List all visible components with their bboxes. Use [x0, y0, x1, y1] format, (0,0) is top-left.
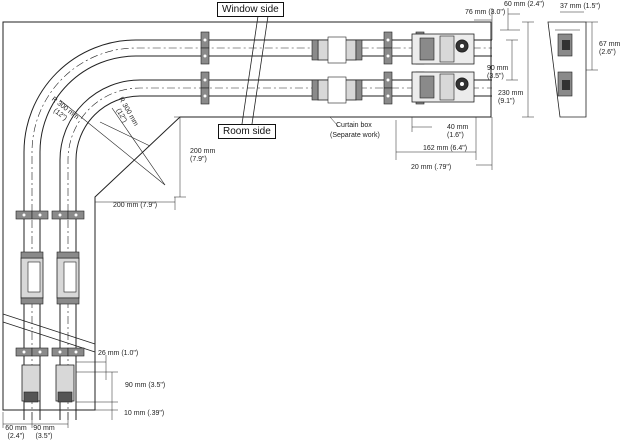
- dimension-lines: [2, 8, 598, 428]
- mounting-bracket: [383, 71, 393, 89]
- mounting-bracket: [15, 210, 33, 220]
- dim-60mm-top: 60 mm (2.4"): [504, 1, 545, 8]
- mounting-bracket: [383, 31, 393, 49]
- mounting-bracket: [200, 87, 210, 105]
- dim-76mm: 76 mm (3.0"): [465, 9, 506, 16]
- end-unit-outer: [411, 33, 475, 65]
- mounting-bracket: [383, 47, 393, 65]
- runner-carrier-left-inner: [56, 251, 80, 305]
- dim-37mm: 37 mm (1.5"): [560, 3, 601, 10]
- dim-230mm: 230 mm (9.1"): [498, 90, 524, 105]
- runner-carrier-top-inner: [311, 76, 363, 104]
- mounting-bracket: [200, 71, 210, 89]
- separate-work-label: (Separate work): [330, 132, 380, 139]
- dim-67mm: 67 mm (2.6"): [599, 41, 621, 56]
- ceiling-brackets: [15, 31, 425, 357]
- mounting-bracket: [31, 210, 49, 220]
- end-unit-inner: [411, 71, 475, 103]
- dim-200mm-horizontal: 200 mm (7.9"): [113, 202, 158, 209]
- dim-90mm-right: 90 mm (3.5"): [487, 65, 509, 80]
- section-view: [547, 21, 587, 118]
- mounting-bracket: [51, 210, 69, 220]
- dim-60mm-bottom: 60 mm (2.4"): [5, 425, 27, 440]
- mounting-bracket: [383, 87, 393, 105]
- dim-90mm-bottom: 90 mm (3.5"): [125, 382, 166, 389]
- dim-200mm-vertical: 200 mm (7.9"): [190, 148, 216, 163]
- mounting-bracket: [67, 347, 85, 357]
- mounting-bracket: [15, 347, 33, 357]
- mounting-bracket: [200, 31, 210, 49]
- curtain-box-label: Curtain box: [336, 122, 372, 129]
- radius-leaders: [59, 99, 166, 186]
- runner-carrier-top-outer: [311, 36, 363, 64]
- runner-carrier-left-outer: [20, 251, 44, 305]
- window-side-label: Window side: [217, 2, 284, 17]
- rail-outer: [23, 39, 492, 420]
- dim-40mm: 40 mm (1.6"): [447, 124, 469, 139]
- mounting-bracket: [200, 47, 210, 65]
- mounting-bracket: [67, 210, 85, 220]
- mounting-bracket: [51, 347, 69, 357]
- break-line-top: [241, 15, 269, 125]
- mounting-bracket: [31, 347, 49, 357]
- rail-inner: [59, 79, 492, 420]
- room-side-label: Room side: [218, 124, 276, 139]
- dim-10mm: 10 mm (.39"): [124, 410, 165, 417]
- dim-162mm: 162 mm (6.4"): [423, 145, 468, 152]
- break-line-bottom: [2, 313, 96, 353]
- dim-26mm: 26 mm (1.0"): [98, 350, 139, 357]
- dim-20mm: 20 mm (.79"): [411, 164, 452, 171]
- end-unit-bottom-inner: [55, 364, 75, 403]
- end-unit-bottom-outer: [21, 364, 41, 403]
- dim-90mm-bottom-2: 90 mm (3.5"): [33, 425, 55, 440]
- curtain-box-outline: [2, 21, 492, 411]
